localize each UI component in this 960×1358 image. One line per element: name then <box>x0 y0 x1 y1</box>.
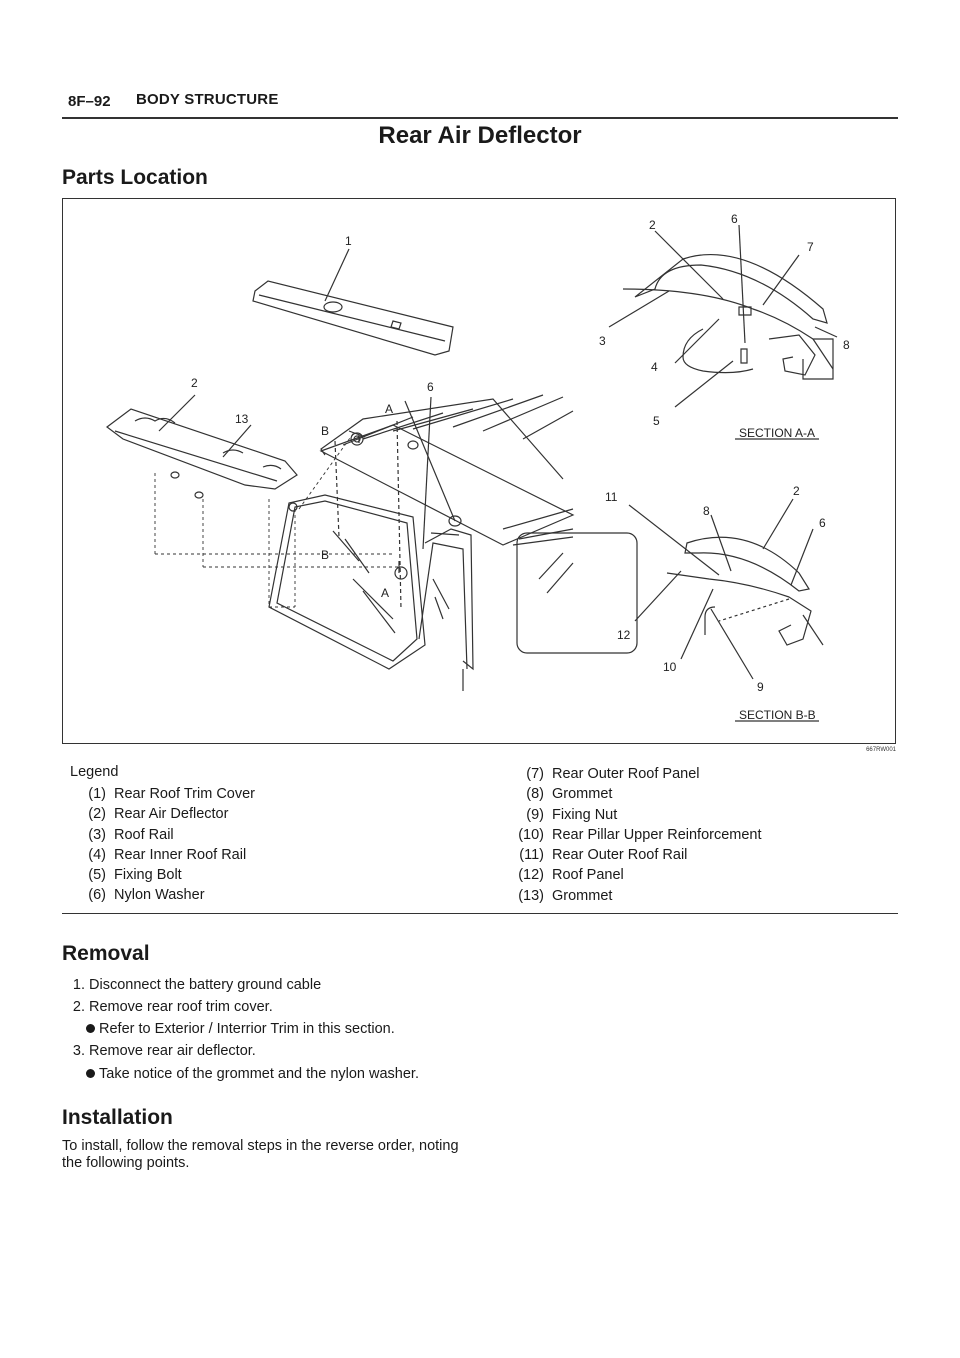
removal-step: 3.Remove rear air deflector. <box>72 1043 256 1059</box>
legend-item: (1)Rear Roof Trim Cover <box>88 786 256 802</box>
legend-item: (11)Rear Outer Roof Rail <box>519 847 688 864</box>
cut-a-top: A <box>385 402 393 416</box>
legend-item: (5)Fixing Bolt <box>88 867 182 884</box>
svg-text:3: 3 <box>599 334 606 348</box>
cut-b-bottom: B <box>321 548 329 562</box>
exploded-view-drawing: 1 2 13 6 2 6 7 8 3 4 5 11 8 2 6 12 10 9 … <box>106 212 850 722</box>
legend-item: (2)Rear Air Deflector <box>88 806 229 823</box>
svg-text:1: 1 <box>345 234 352 248</box>
page-title: Rear Air Deflector <box>378 122 582 149</box>
cut-a-bottom: A <box>381 586 389 600</box>
figure-callouts: 1 2 13 6 2 6 7 8 3 4 5 11 8 2 6 12 10 9 <box>191 212 850 694</box>
svg-text:2: 2 <box>191 376 198 390</box>
legend-item: (10)Rear Pillar Upper Reinforcement <box>518 826 762 843</box>
svg-text:2: 2 <box>793 484 800 498</box>
bullet-icon <box>86 1024 95 1033</box>
svg-text:9: 9 <box>757 680 764 694</box>
installation-text: To install, follow the removal steps in … <box>62 1138 459 1171</box>
svg-text:5: 5 <box>653 414 660 428</box>
removal-heading: Removal <box>62 942 150 965</box>
svg-text:4: 4 <box>651 360 658 374</box>
svg-text:8: 8 <box>843 338 850 352</box>
svg-text:6: 6 <box>819 516 826 530</box>
section-title: BODY STRUCTURE <box>136 91 279 108</box>
svg-text:2: 2 <box>649 218 656 232</box>
deflector-shape <box>106 408 298 490</box>
legend-item: (6)Nylon Washer <box>88 887 205 904</box>
removal-note: Refer to Exterior / Interrior Trim in th… <box>86 1021 395 1037</box>
section-markers: A A B B SECTION A-A SECTION B-B <box>321 402 816 722</box>
legend-column-right: (7)Rear Outer Roof Panel (8)Grommet (9)F… <box>518 764 762 906</box>
svg-text:7: 7 <box>807 240 814 254</box>
svg-text:13: 13 <box>235 412 249 426</box>
legend-item: (13)Grommet <box>518 887 613 904</box>
legend-item: (3)Roof Rail <box>88 826 174 843</box>
section-bb-label: SECTION B-B <box>739 708 816 722</box>
legend-item: (7)Rear Outer Roof Panel <box>526 766 700 782</box>
legend-item: (4)Rear Inner Roof Rail <box>88 846 247 863</box>
trim-cover-shape <box>252 280 454 356</box>
svg-text:10: 10 <box>663 660 677 674</box>
svg-text:6: 6 <box>731 212 738 226</box>
parts-location-figure: 1 2 13 6 2 6 7 8 3 4 5 11 8 2 6 12 10 9 … <box>62 198 896 744</box>
legend-heading: Legend <box>70 764 119 780</box>
bullet-icon <box>86 1069 95 1078</box>
svg-text:12: 12 <box>617 628 631 642</box>
cut-b-top: B <box>321 424 329 438</box>
page-number: 8F–92 <box>68 93 111 110</box>
legend-item: (9)Fixing Nut <box>526 806 618 823</box>
svg-text:8: 8 <box>703 504 710 518</box>
svg-text:6: 6 <box>427 380 434 394</box>
legend-item: (8)Grommet <box>526 786 613 803</box>
figure-code: 667RW001 <box>866 747 896 753</box>
section-divider <box>62 913 898 914</box>
removal-note: Take notice of the grommet and the nylon… <box>86 1066 419 1082</box>
page-header: 8F–92 BODY STRUCTURE <box>62 91 898 119</box>
removal-step: 1.Disconnect the battery ground cable <box>72 977 322 993</box>
section-aa-label: SECTION A-A <box>739 426 815 440</box>
parts-location-heading: Parts Location <box>62 166 208 189</box>
legend-item: (12)Roof Panel <box>518 867 624 884</box>
installation-heading: Installation <box>62 1106 173 1129</box>
svg-text:11: 11 <box>605 490 618 504</box>
removal-step: 2.Remove rear roof trim cover. <box>72 999 273 1015</box>
legend-column-left: (1)Rear Roof Trim Cover (2)Rear Air Defl… <box>88 784 256 906</box>
